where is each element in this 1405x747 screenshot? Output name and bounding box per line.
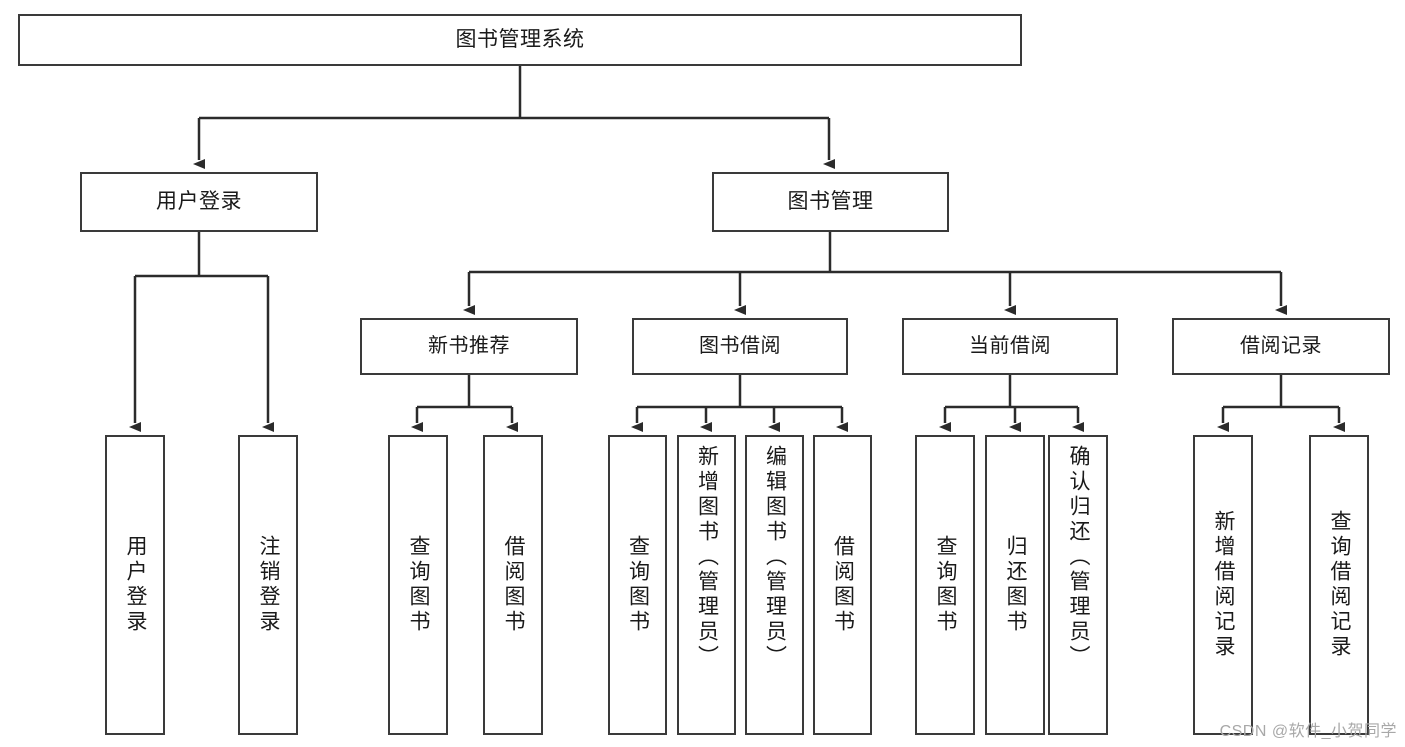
- leaf-book-borrow-add[interactable]: 新增图书（管理员）: [677, 435, 736, 735]
- node-label: 查询借阅记录: [1328, 510, 1352, 660]
- node-label: 用户登录: [124, 535, 148, 635]
- leaf-current-borrow-confirm-return[interactable]: 确认归还（管理员）: [1048, 435, 1108, 735]
- node-label: 图书管理系统: [455, 28, 585, 52]
- leaf-borrow-record-query[interactable]: 查询借阅记录: [1309, 435, 1369, 735]
- node-user-login[interactable]: 用户登录: [80, 172, 318, 232]
- leaf-new-book-query[interactable]: 查询图书: [388, 435, 448, 735]
- node-label: 新增借阅记录: [1212, 510, 1236, 660]
- node-current-borrow[interactable]: 当前借阅: [902, 318, 1118, 375]
- node-label: 编辑图书（管理员）: [763, 445, 787, 670]
- leaf-borrow-record-add[interactable]: 新增借阅记录: [1193, 435, 1253, 735]
- node-label: 图书借阅: [699, 335, 781, 358]
- leaf-user-login-logout[interactable]: 注销登录: [238, 435, 298, 735]
- node-root-book-management-system[interactable]: 图书管理系统: [18, 14, 1022, 66]
- leaf-new-book-borrow[interactable]: 借阅图书: [483, 435, 543, 735]
- node-label: 注销登录: [257, 535, 281, 635]
- node-label: 查询图书: [934, 535, 958, 635]
- node-label: 新书推荐: [428, 335, 510, 358]
- node-label: 新增图书（管理员）: [695, 445, 719, 670]
- node-label: 图书管理: [787, 190, 874, 214]
- watermark: CSDN @软件_小贺同学: [1219, 723, 1397, 740]
- node-label: 查询图书: [626, 535, 650, 635]
- leaf-book-borrow-edit[interactable]: 编辑图书（管理员）: [745, 435, 804, 735]
- node-label: 当前借阅: [969, 335, 1051, 358]
- node-label: 用户登录: [156, 190, 242, 214]
- node-label: 查询图书: [407, 535, 431, 635]
- leaf-book-borrow-borrow[interactable]: 借阅图书: [813, 435, 872, 735]
- node-borrow-record[interactable]: 借阅记录: [1172, 318, 1390, 375]
- node-book-borrow[interactable]: 图书借阅: [632, 318, 848, 375]
- leaf-current-borrow-query[interactable]: 查询图书: [915, 435, 975, 735]
- node-label: 确认归还（管理员）: [1067, 445, 1091, 670]
- node-label: 借阅记录: [1240, 335, 1322, 358]
- node-new-book-recommend[interactable]: 新书推荐: [360, 318, 578, 375]
- node-book-management[interactable]: 图书管理: [712, 172, 949, 232]
- leaf-book-borrow-query[interactable]: 查询图书: [608, 435, 667, 735]
- node-label: 借阅图书: [831, 535, 855, 635]
- leaf-current-borrow-return[interactable]: 归还图书: [985, 435, 1045, 735]
- leaf-user-login-login[interactable]: 用户登录: [105, 435, 165, 735]
- node-label: 借阅图书: [502, 535, 526, 635]
- node-label: 归还图书: [1004, 535, 1028, 635]
